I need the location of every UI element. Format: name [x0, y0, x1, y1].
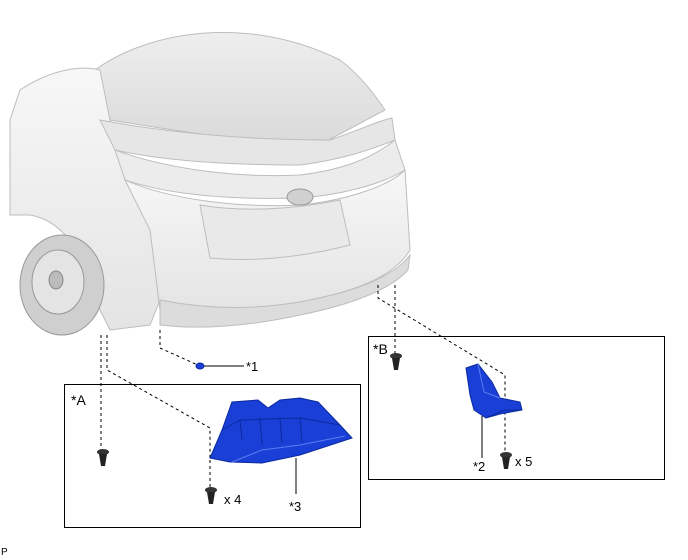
bumper-lip — [159, 253, 411, 328]
rear-bumper-bracket-b — [465, 363, 523, 419]
rear-glass — [94, 31, 386, 151]
rear-floor-undercover-a — [209, 397, 353, 464]
screw-icon — [390, 353, 402, 370]
qty-b-label: x 5 — [515, 454, 533, 469]
emblem-icon — [286, 188, 314, 206]
leader-a-part — [106, 335, 211, 460]
leader-lines — [100, 285, 506, 490]
detail-b-box — [368, 336, 665, 480]
rear-wheel-hub — [48, 270, 64, 290]
car-side — [9, 67, 161, 331]
callout-1-label: *1 — [246, 359, 259, 374]
callout-3-label: *3 — [289, 499, 302, 514]
leader-b-part — [377, 285, 506, 455]
plate-recess — [199, 199, 351, 260]
corner-mark: P — [1, 547, 8, 558]
screw-icon — [97, 449, 109, 466]
detail-b-label: *B — [373, 341, 388, 357]
car-rear-view — [9, 31, 411, 336]
clip-icon — [195, 362, 205, 370]
leader-clip — [159, 330, 201, 367]
spoiler — [99, 117, 396, 166]
screw-icon — [500, 452, 512, 469]
detail-a-box — [64, 384, 361, 528]
qty-a-label: x 4 — [224, 492, 242, 507]
detail-a-label: *A — [71, 392, 86, 408]
screw-icon — [205, 487, 217, 504]
callout-2-label: *2 — [473, 459, 486, 474]
